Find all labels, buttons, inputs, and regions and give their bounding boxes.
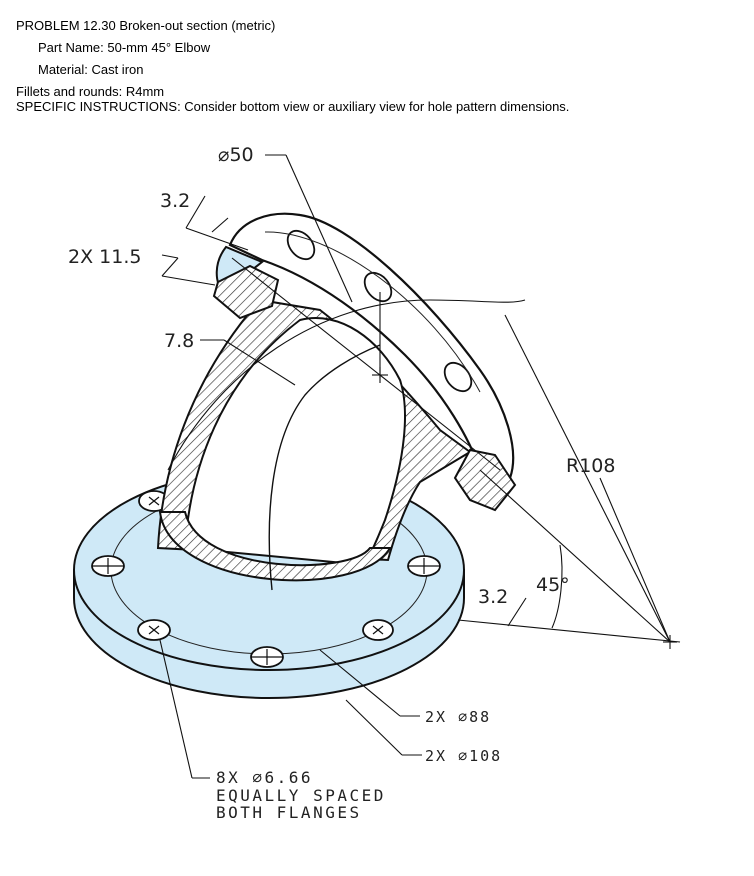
note-hole-count: 8X ⌀6.66 — [216, 768, 313, 787]
bolt-hole — [286, 229, 316, 261]
dim-bore: ⌀50 — [218, 144, 254, 166]
dim-bolt-circle: 2X ⌀88 — [425, 708, 491, 726]
dim-wall: 7.8 — [164, 330, 194, 352]
part-name: Part Name: 50-mm 45° Elbow — [38, 40, 211, 55]
dim-lug-offset: 2X 11.5 — [68, 246, 141, 268]
elbow-body — [156, 298, 472, 591]
top-flange — [212, 212, 517, 512]
note-flanges: BOTH FLANGES — [216, 803, 362, 822]
bolt-hole — [363, 271, 393, 303]
note-spacing: EQUALLY SPACED — [216, 786, 386, 805]
dim-flange-thickness-top: 3.2 — [160, 190, 190, 212]
specific-instructions: SPECIFIC INSTRUCTIONS: Consider bottom v… — [16, 99, 570, 114]
dim-flange-diameter: 2X ⌀108 — [425, 747, 502, 765]
problem-title: PROBLEM 12.30 Broken-out section (metric… — [16, 18, 276, 33]
fillets-rounds: Fillets and rounds: R4mm — [16, 84, 165, 99]
dim-radius: R108 — [566, 455, 615, 477]
dimension-lines — [159, 154, 681, 779]
dim-flange-thickness-right: 3.2 — [478, 586, 508, 608]
material: Material: Cast iron — [38, 62, 144, 77]
dim-angle: 45° — [536, 574, 570, 596]
